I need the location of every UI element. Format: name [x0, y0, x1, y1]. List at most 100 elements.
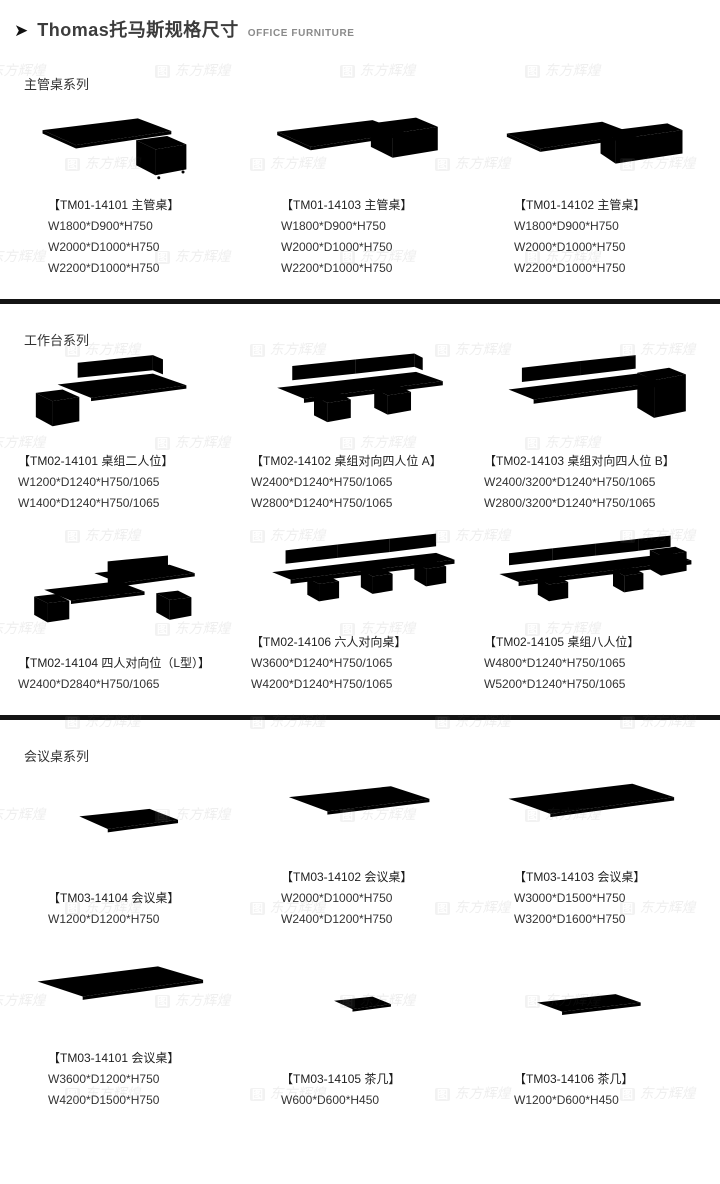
product-dimension: W1800*D900*H750: [514, 219, 619, 233]
drawing-executive-desk: [40, 118, 186, 180]
product-dimension: W5200*D1240*H750/1065: [484, 677, 626, 691]
page-header: ➤ Thomas托马斯规格尺寸 OFFICE FURNITURE: [0, 0, 720, 48]
product-caption: 【TM02-14103 桌组对向四人位 B】 W2400/3200*D1240*…: [476, 451, 709, 514]
product-dimension: W2400*D1200*H750: [281, 912, 393, 926]
product-dimension: W2000*D1000*H750: [48, 240, 160, 254]
product-dimension: W2400*D2840*H750/1065: [18, 677, 160, 691]
product-row: 【TM01-14101 主管桌】 W1800*D900*H750 W2000*D…: [0, 95, 720, 279]
arrow-icon: ➤: [14, 21, 29, 40]
product-item: 【TM01-14103 主管桌】 W1800*D900*H750 W2000*D…: [243, 95, 476, 279]
product-dimension: W3600*D1200*H750: [48, 1072, 160, 1086]
product-dimension: W1400*D1240*H750/1065: [18, 496, 160, 510]
product-item: 【TM03-14103 会议桌】 W3000*D1500*H750 W3200*…: [476, 767, 709, 930]
page-title: Thomas托马斯规格尺寸: [37, 20, 239, 40]
product-caption: 【TM03-14101 会议桌】 W3600*D1200*H750 W4200*…: [10, 1048, 243, 1111]
drawing-executive-desk: [506, 121, 682, 177]
product-code: 【TM03-14103 会议桌】: [514, 870, 646, 884]
product-item: 【TM02-14106 六人对向桌】 W3600*D1240*H750/1065…: [243, 532, 476, 695]
product-item: 【TM03-14101 会议桌】 W3600*D1200*H750 W4200*…: [10, 948, 243, 1111]
product-dimension: W1800*D900*H750: [48, 219, 153, 233]
drawing-tea-table-square: [333, 996, 391, 1028]
product-dimension: W1200*D1240*H750/1065: [18, 475, 160, 489]
drawing-workstation-8: [498, 535, 691, 606]
drawing-workstation-6: [271, 533, 455, 606]
product-dimension: W3600*D1240*H750/1065: [251, 656, 393, 670]
section-workstations: 工作台系列 【TM02-14101 桌组二人位】 W1200*D1240*H75…: [0, 330, 720, 695]
product-caption: 【TM02-14104 四人对向位（L型）】 W2400*D2840*H750/…: [10, 653, 243, 695]
product-dimension: W4800*D1240*H750/1065: [484, 656, 626, 670]
product-caption: 【TM02-14105 桌组八人位】 W4800*D1240*H750/1065…: [476, 632, 709, 695]
product-row: 【TM03-14101 会议桌】 W3600*D1200*H750 W4200*…: [0, 948, 720, 1111]
product-dimension: W2800/3200*D1240*H750/1065: [484, 496, 656, 510]
product-row: 【TM02-14101 桌组二人位】 W1200*D1240*H750/1065…: [0, 351, 720, 514]
product-code: 【TM03-14104 会议桌】: [48, 891, 180, 905]
product-code: 【TM03-14101 会议桌】: [48, 1051, 180, 1065]
product-code: 【TM01-14102 主管桌】: [514, 198, 646, 212]
product-item: 【TM02-14103 桌组对向四人位 B】 W2400/3200*D1240*…: [476, 351, 709, 514]
page-bottom-spacer: [0, 1111, 720, 1127]
section-title: 会议桌系列: [24, 749, 90, 764]
product-dimension: W2200*D1000*H750: [514, 261, 626, 275]
product-caption: 【TM02-14101 桌组二人位】 W1200*D1240*H750/1065…: [10, 451, 243, 514]
product-row: 【TM03-14104 会议桌】 W1200*D1200*H750 【TM03-…: [0, 767, 720, 930]
product-code: 【TM03-14105 茶几】: [281, 1072, 401, 1086]
product-item: 【TM03-14102 会议桌】 W2000*D1000*H750 W2400*…: [243, 767, 476, 930]
product-item: 【TM03-14106 茶几】 W1200*D600*H450: [476, 969, 709, 1111]
section-title: 主管桌系列: [24, 77, 90, 92]
product-dimension: W2000*D1000*H750: [281, 240, 393, 254]
product-dimension: W4200*D1500*H750: [48, 1093, 160, 1107]
product-item: 【TM02-14105 桌组八人位】 W4800*D1240*H750/1065…: [476, 532, 709, 695]
product-code: 【TM02-14103 桌组对向四人位 B】: [484, 454, 675, 468]
product-dimension: W2800*D1240*H750/1065: [251, 496, 393, 510]
drawing-workstation-l4: [33, 555, 195, 625]
product-dimension: W2200*D1000*H750: [281, 261, 393, 275]
page-subtitle: OFFICE FURNITURE: [247, 28, 355, 39]
product-code: 【TM03-14106 茶几】: [514, 1072, 634, 1086]
drawing-conference-medium: [288, 786, 429, 843]
product-caption: 【TM01-14102 主管桌】 W1800*D900*H750 W2000*D…: [476, 195, 709, 279]
product-code: 【TM02-14104 四人对向位（L型）】: [18, 656, 211, 670]
product-item: 【TM02-14102 桌组对向四人位 A】 W2400*D1240*H750/…: [243, 351, 476, 514]
product-dimension: W2000*D1000*H750: [281, 891, 393, 905]
product-item: 【TM02-14101 桌组二人位】 W1200*D1240*H750/1065…: [10, 351, 243, 514]
drawing-workstation-4a: [276, 353, 443, 427]
drawing-tea-table-long: [536, 994, 641, 1031]
product-dimension: W2400*D1240*H750/1065: [251, 475, 393, 489]
product-dimension: W4200*D1240*H750/1065: [251, 677, 393, 691]
product-dimension: W2200*D1000*H750: [48, 261, 160, 275]
product-dimension: W2400/3200*D1240*H750/1065: [484, 475, 656, 489]
product-code: 【TM01-14101 主管桌】: [48, 198, 180, 212]
product-code: 【TM02-14105 桌组八人位】: [484, 635, 640, 649]
product-caption: 【TM03-14104 会议桌】 W1200*D1200*H750: [10, 888, 243, 930]
section-conference-tables: 会议桌系列 【TM03-14104 会议桌】 W1200*D1200*H750 …: [0, 746, 720, 1111]
section-divider: [0, 299, 720, 304]
product-code: 【TM01-14103 主管桌】: [281, 198, 413, 212]
product-dimension: W1200*D600*H450: [514, 1093, 619, 1107]
product-item: 【TM03-14105 茶几】 W600*D600*H450: [243, 969, 476, 1111]
drawing-conference-large: [508, 783, 674, 844]
product-dimension: W3200*D1600*H750: [514, 912, 626, 926]
product-caption: 【TM03-14103 会议桌】 W3000*D1500*H750 W3200*…: [476, 867, 709, 930]
drawing-workstation-2: [35, 355, 186, 427]
product-caption: 【TM03-14105 茶几】 W600*D600*H450: [243, 1069, 476, 1111]
product-caption: 【TM03-14106 茶几】 W1200*D600*H450: [476, 1069, 709, 1111]
product-caption: 【TM01-14103 主管桌】 W1800*D900*H750 W2000*D…: [243, 195, 476, 279]
product-caption: 【TM01-14101 主管桌】 W1800*D900*H750 W2000*D…: [10, 195, 243, 279]
product-code: 【TM03-14102 会议桌】: [281, 870, 413, 884]
product-dimension: W1200*D1200*H750: [48, 912, 160, 926]
drawing-executive-desk: [276, 117, 438, 177]
drawing-workstation-4b: [508, 355, 686, 427]
section-divider: [0, 715, 720, 720]
product-item: 【TM01-14101 主管桌】 W1800*D900*H750 W2000*D…: [10, 95, 243, 279]
product-item: 【TM01-14102 主管桌】 W1800*D900*H750 W2000*D…: [476, 95, 709, 279]
product-code: 【TM02-14106 六人对向桌】: [251, 635, 407, 649]
product-item: 【TM02-14104 四人对向位（L型）】 W2400*D2840*H750/…: [10, 553, 243, 695]
product-caption: 【TM02-14106 六人对向桌】 W3600*D1240*H750/1065…: [243, 632, 476, 695]
section-title: 工作台系列: [24, 333, 90, 348]
drawing-conference-square: [78, 808, 178, 860]
product-caption: 【TM02-14102 桌组对向四人位 A】 W2400*D1240*H750/…: [243, 451, 476, 514]
product-code: 【TM02-14101 桌组二人位】: [18, 454, 174, 468]
product-dimension: W3000*D1500*H750: [514, 891, 626, 905]
product-item: 【TM03-14104 会议桌】 W1200*D1200*H750: [10, 788, 243, 930]
